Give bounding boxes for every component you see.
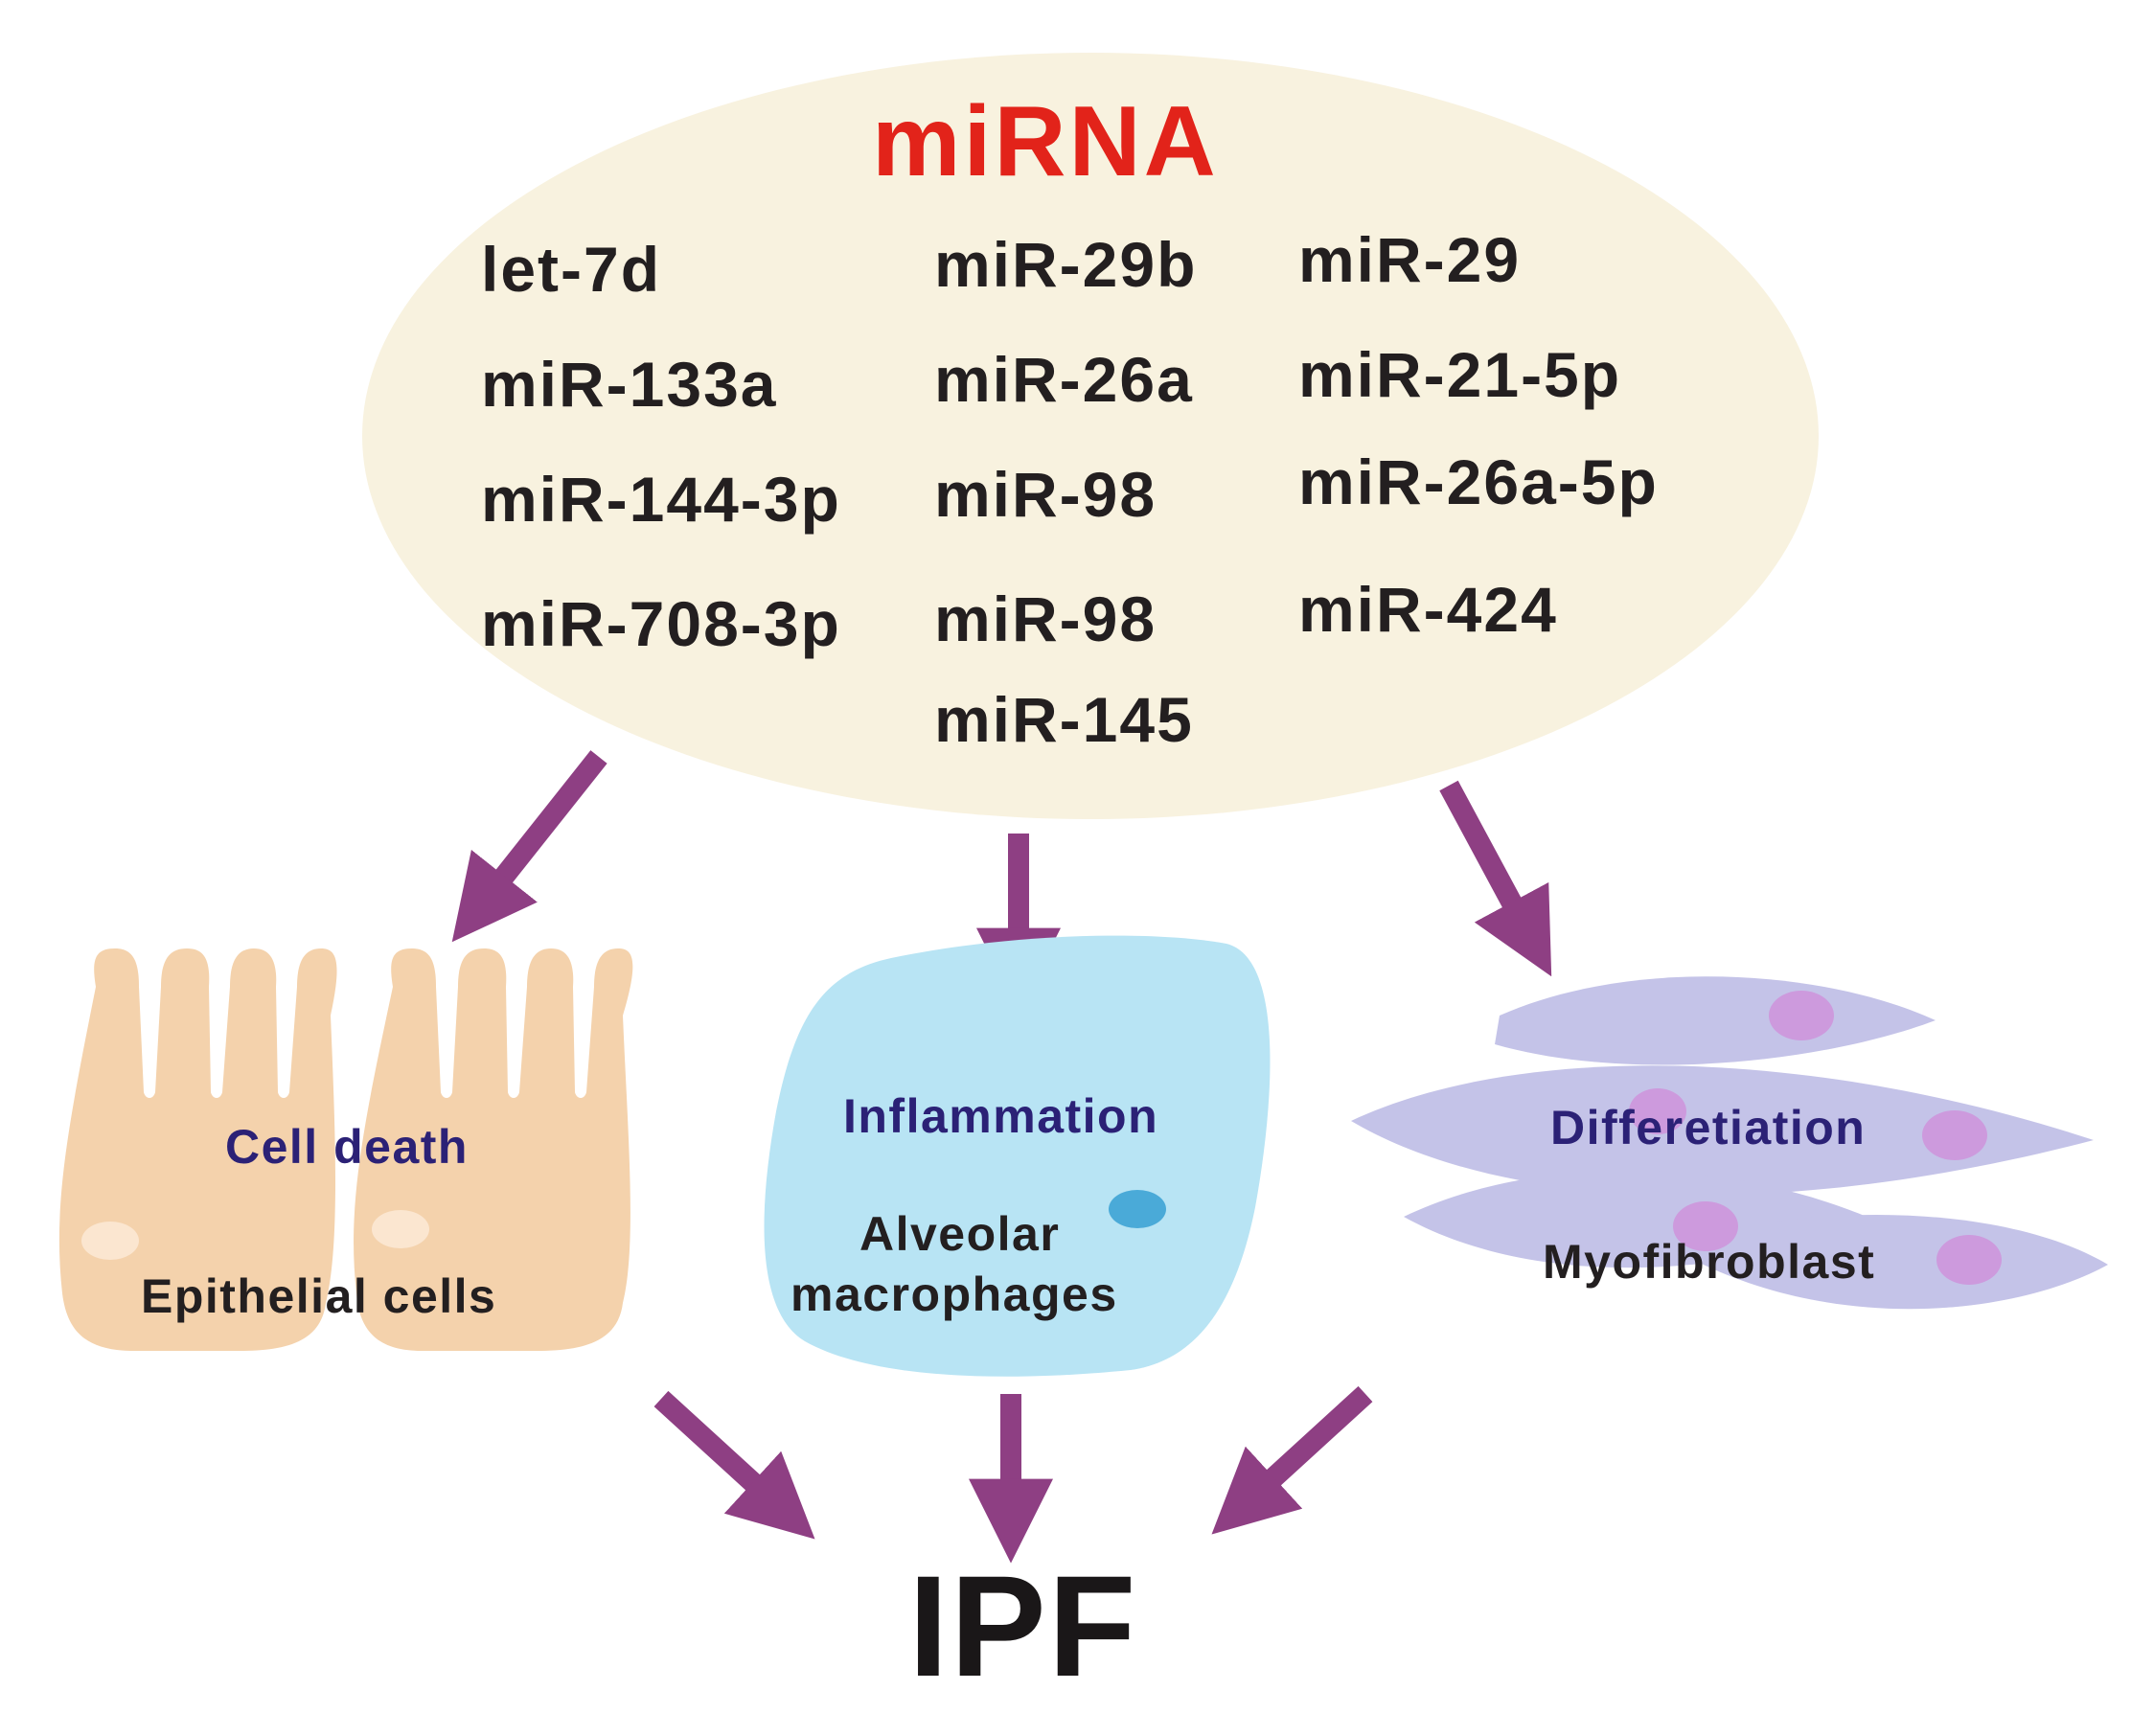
arrow-fibroblast-to-ipf (1211, 1385, 1373, 1535)
cell-macrophages: macrophages (791, 1268, 1118, 1321)
mirna-mir-424: miR-424 (1298, 574, 1558, 645)
macrophage-illustration (764, 935, 1271, 1377)
epithelial-nucleus-right (372, 1210, 429, 1248)
mirna-mir-144-3p: miR-144-3p (481, 464, 841, 535)
fibroblast-cell-2 (1351, 1065, 2094, 1196)
mirna-let-7d: let-7d (481, 234, 662, 305)
fibroblast-nucleus-4 (1673, 1201, 1738, 1251)
cell-myofibroblast: Myofibroblast (1543, 1235, 1876, 1289)
fibroblast-nucleus-1 (1769, 991, 1834, 1040)
fibroblast-nucleus-2 (1629, 1088, 1686, 1134)
fibroblast-cell-4 (1667, 1214, 2108, 1310)
fibroblast-nucleus-3 (1922, 1110, 1987, 1160)
mirna-mir-98-b: miR-98 (934, 583, 1157, 654)
arrow-epithelial-to-ipf (653, 1390, 815, 1540)
mirna-mir-29b: miR-29b (934, 229, 1198, 300)
epithelial-cell-right (354, 948, 633, 1351)
mirna-mir-26a-5p: miR-26a-5p (1298, 446, 1659, 517)
arrow-to-epithelial (451, 750, 607, 943)
epithelial-cells-illustration (58, 948, 633, 1351)
mirna-mir-29: miR-29 (1298, 224, 1522, 295)
process-differetiation: Differetiation (1550, 1101, 1867, 1154)
mirna-mir-133a: miR-133a (481, 349, 778, 420)
process-cell-death: Cell death (225, 1120, 469, 1174)
cell-epithelial-cells: Epithelial cells (141, 1269, 497, 1323)
macrophage-nucleus (1109, 1190, 1166, 1228)
epithelial-nucleus-left (81, 1222, 139, 1260)
cell-alveolar: Alveolar (859, 1207, 1061, 1261)
mirna-title: miRNA (872, 86, 1219, 197)
outcome-ipf: IPF (908, 1545, 1138, 1706)
fibroblast-cell-1 (1495, 976, 1936, 1065)
arrow-to-fibroblast (1439, 780, 1552, 977)
process-inflammation: Inflammation (843, 1089, 1159, 1143)
mirna-mir-708-3p: miR-708-3p (481, 588, 841, 659)
mirna-mir-21-5p: miR-21-5p (1298, 339, 1622, 410)
mirna-oval (362, 53, 1819, 819)
mirna-mir-98-a: miR-98 (934, 459, 1157, 530)
fibroblast-nucleus-5 (1936, 1235, 2002, 1285)
myofibroblast-illustration (1351, 976, 2108, 1310)
mirna-mir-145: miR-145 (934, 684, 1194, 755)
mirna-mir-26a: miR-26a (934, 344, 1194, 415)
